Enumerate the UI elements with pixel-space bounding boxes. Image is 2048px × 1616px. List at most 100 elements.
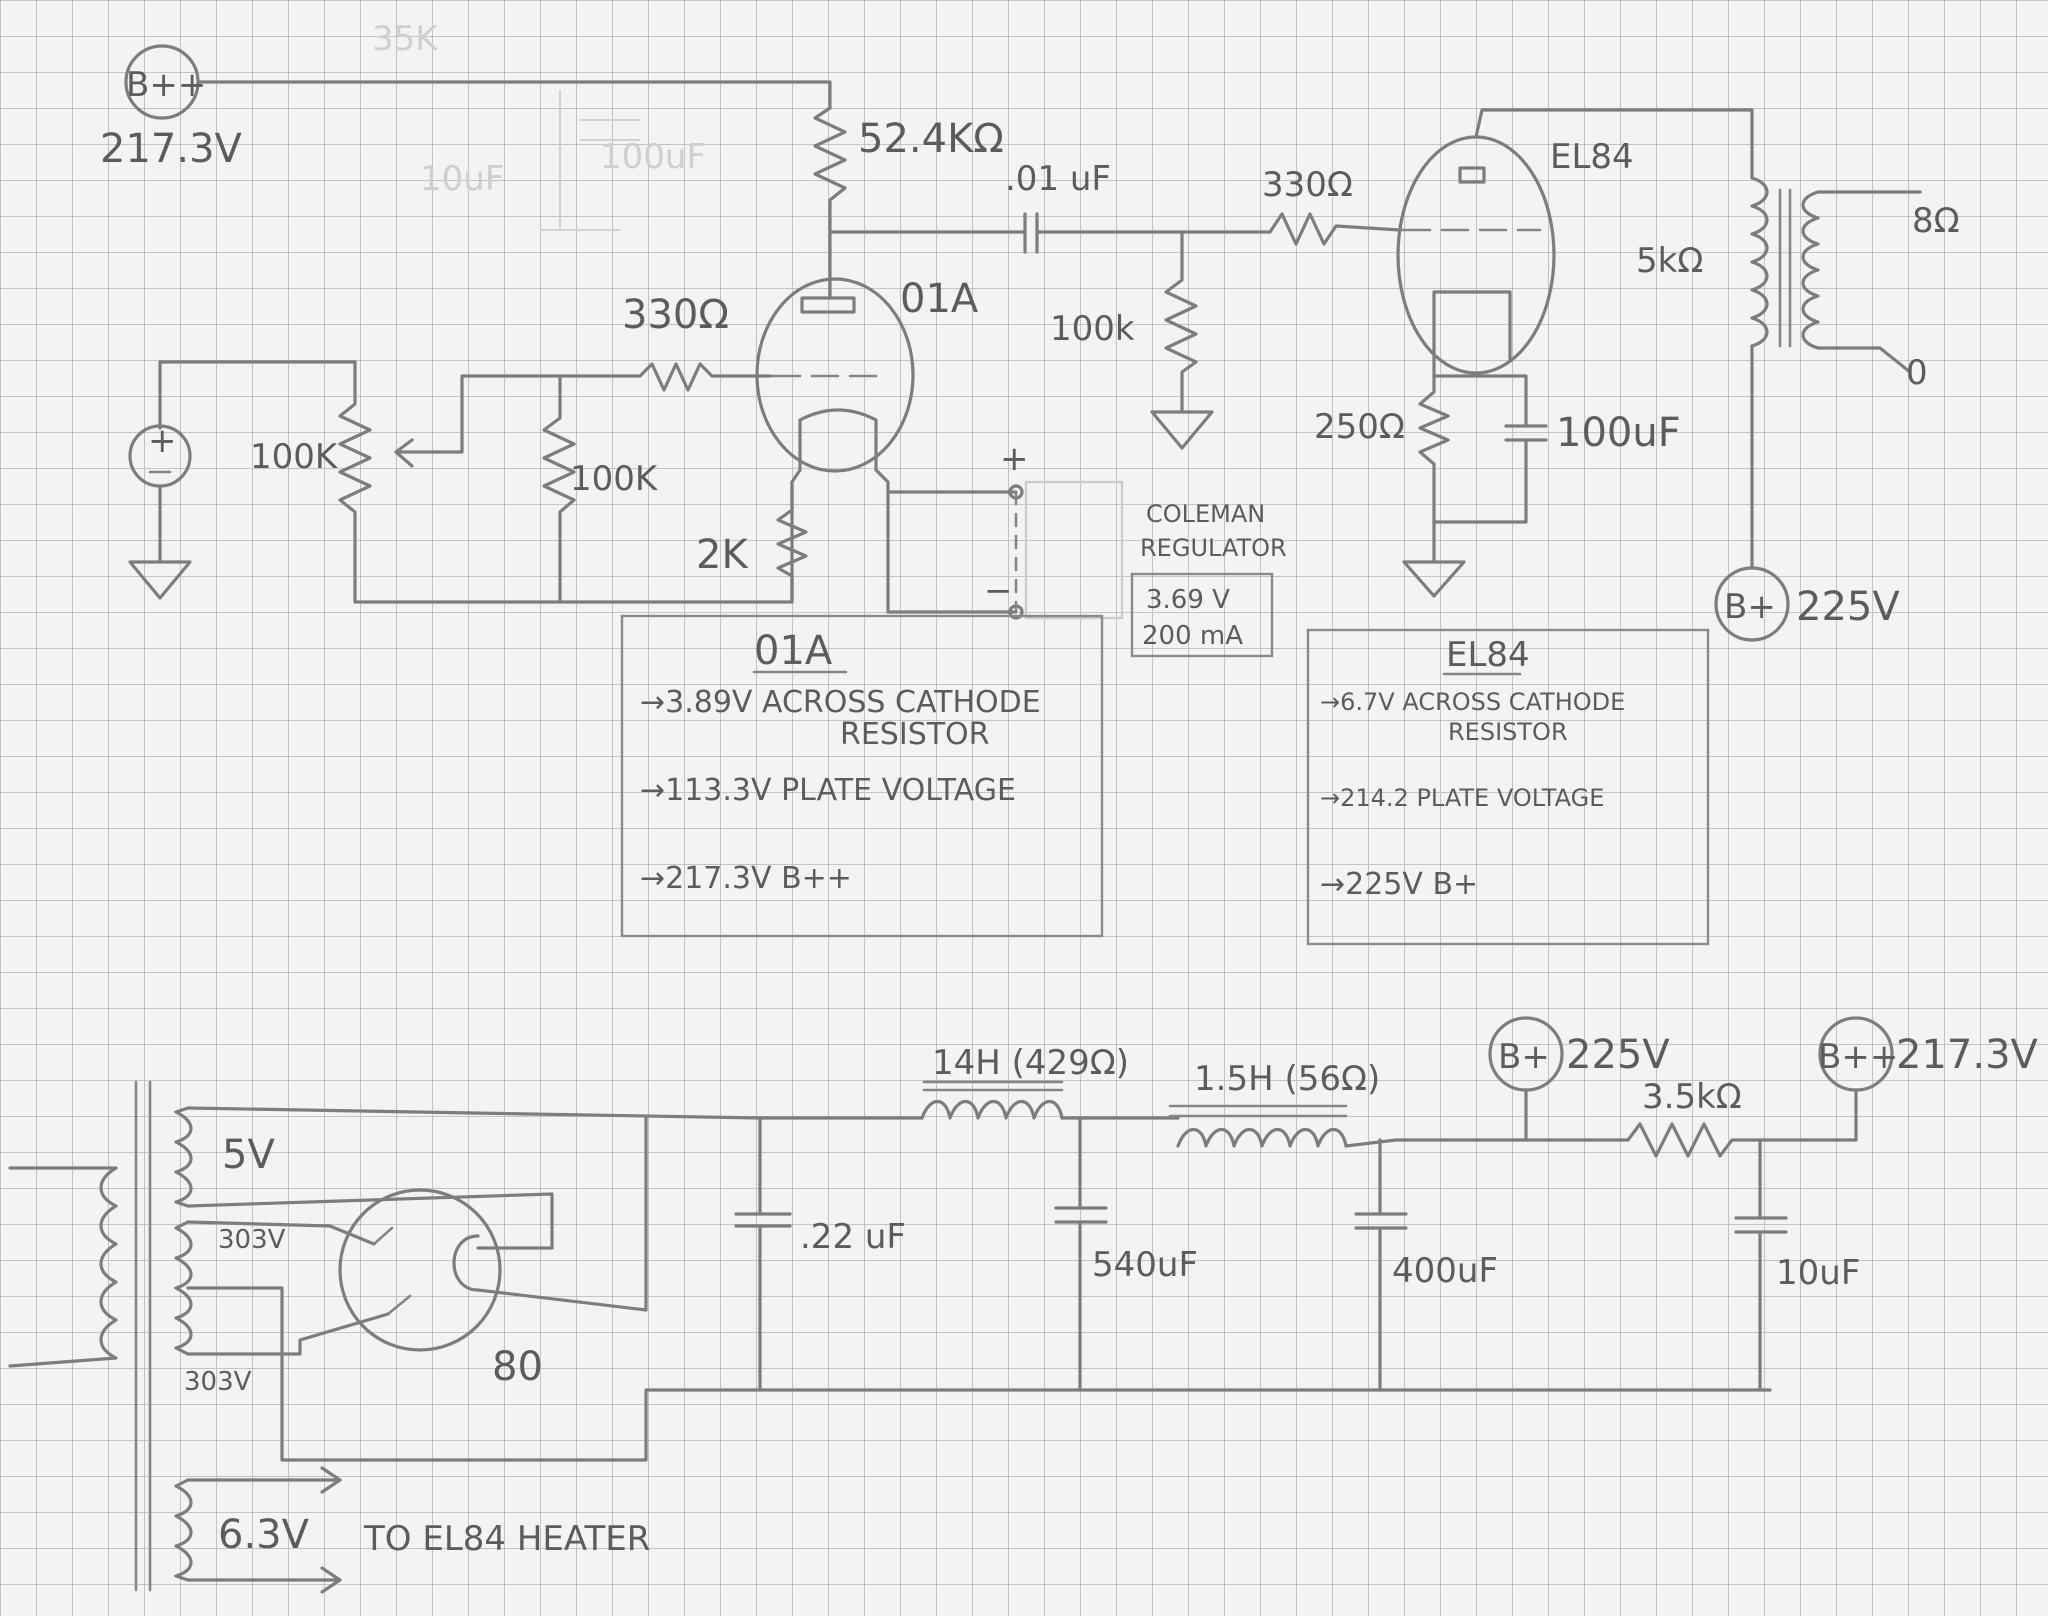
bp-terminal-symbol: [1714, 566, 1790, 642]
grid-resistor-01a-label: 330Ω: [622, 292, 729, 338]
bp-voltage-label: 225V: [1796, 584, 1900, 630]
power-transformer-primary: [8, 1166, 118, 1368]
fixed-resistor-100k-label: 100K: [570, 459, 659, 499]
grid-leak-resistor-label: 100k: [1050, 309, 1135, 349]
psu-bp-terminal-label: B+: [1498, 1037, 1550, 1077]
ground-symbol: [1150, 410, 1214, 450]
heater-destination-label: TO EL84 HEATER: [363, 1519, 650, 1559]
filter-capacitor-4: [1734, 1138, 1788, 1392]
filter-capacitor-4-label: 10uF: [1776, 1253, 1860, 1293]
tube-01a-label: 01A: [900, 276, 979, 322]
grid-resistor-el84-label: 330Ω: [1262, 165, 1353, 205]
filter-capacitor-1-label: .22 uF: [800, 1217, 906, 1257]
fixed-resistor-100k: [542, 374, 576, 604]
notes-01a-line2: →113.3V PLATE VOLTAGE: [640, 773, 1016, 808]
filter-capacitor-2-label: 540uF: [1092, 1245, 1198, 1285]
winding-5v-label: 5V: [222, 1132, 275, 1178]
filter-capacitor-3: [1354, 1138, 1408, 1392]
notes-el84-title: EL84: [1446, 635, 1530, 675]
bias-source-plus: +: [148, 421, 177, 461]
filter-choke-1: [920, 1099, 1064, 1120]
regulator-spec-box: [1130, 572, 1274, 658]
winding-hv: [174, 1220, 193, 1356]
coupling-capacitor-label: .01 uF: [1005, 159, 1111, 199]
tube-el84-label: EL84: [1550, 137, 1634, 177]
grid-resistor-el84: [1268, 212, 1402, 246]
notes-el84-line1: →6.7V ACROSS CATHODE: [1320, 688, 1625, 716]
cathode-resistor-01a: [776, 480, 808, 604]
notes-box-el84: [1306, 628, 1710, 946]
el84-ground-symbol: [1402, 560, 1466, 598]
bpp-terminal-label: B++: [126, 65, 206, 105]
speaker-0-label: 0: [1906, 353, 1928, 393]
grid-resistor-01a: [558, 362, 772, 392]
winding-hv-label-b: 303V: [184, 1367, 252, 1397]
grid-leak-resistor: [1164, 230, 1198, 412]
power-transformer-core: [134, 1080, 152, 1592]
regulator-current: 200 mA: [1142, 621, 1243, 651]
amplifier-section: B++ 217.3V 52.4KΩ .01 uF 330Ω 100k 01A 3…: [100, 44, 1960, 946]
psu-bp-voltage: 225V: [1566, 1032, 1670, 1078]
bp-terminal-label: B+: [1724, 587, 1776, 627]
rectifier-label: 80: [492, 1344, 543, 1390]
notes-01a-line1b: RESISTOR: [840, 717, 990, 752]
ghost-label-10u: 10uF: [420, 159, 504, 199]
regulator-plus-label: +: [1000, 439, 1029, 479]
cathode-capacitor-el84-label: 100uF: [1556, 410, 1681, 456]
regulator-voltage: 3.69 V: [1146, 585, 1230, 615]
psu-bpp-terminal: [1818, 1016, 1894, 1092]
bias-ground-symbol: [128, 560, 192, 600]
ghost-label-35k: 35K: [372, 19, 439, 59]
dropping-resistor-label: 3.5kΩ: [1642, 1077, 1742, 1117]
potentiometer-100k[interactable]: [158, 360, 372, 604]
notes-el84-line1b: RESISTOR: [1448, 718, 1568, 746]
filter-choke-1-core: [922, 1080, 1064, 1092]
psu-bpp-terminal-label: B++: [1818, 1037, 1898, 1077]
rectifier-plates: [372, 1226, 412, 1316]
cathode-resistor-el84-label: 250Ω: [1314, 407, 1405, 447]
filter-choke-2-label: 1.5H (56Ω): [1194, 1059, 1380, 1099]
output-transformer-core: [1778, 188, 1792, 348]
notes-01a-line3: →217.3V B++: [640, 861, 852, 896]
cathode-resistor-el84: [1418, 374, 1528, 524]
notes-el84-line3: →225V B+: [1320, 867, 1478, 902]
plate-resistor-01a-label: 52.4KΩ: [858, 116, 1004, 162]
rectifier-filament: [452, 1234, 480, 1292]
dropping-resistor: [1626, 1122, 1858, 1158]
cathode-resistor-01a-label: 2K: [696, 532, 749, 578]
psu-bpp-voltage: 217.3V: [1896, 1032, 2039, 1078]
winding-5v: [174, 1106, 193, 1208]
winding-hv-label-a: 303V: [218, 1225, 286, 1255]
tube-el84-cathode: [1432, 290, 1512, 362]
erased-sketch: 35K 10uF 100uF: [372, 19, 706, 231]
tube-el84-plate: [1458, 166, 1486, 184]
power-supply-section: 5V 303V 303V 80 .22 uF 14H (429Ω) 540uF: [8, 1016, 2039, 1594]
filter-capacitor-3-label: 400uF: [1392, 1251, 1498, 1291]
winding-heater-label: 6.3V: [218, 1512, 310, 1558]
psu-bp-terminal: [1488, 1016, 1564, 1092]
speaker-8-ohm-label: 8Ω: [1912, 201, 1960, 241]
filter-capacitor-2: [1054, 1116, 1108, 1392]
filter-choke-2: [1176, 1127, 1348, 1148]
bpp-voltage-label: 217.3V: [100, 126, 243, 172]
output-transformer-primary: [1750, 176, 1769, 348]
filter-choke-1-label: 14H (429Ω): [932, 1043, 1129, 1083]
tube-01a-filament: [798, 408, 878, 472]
output-transformer-label: 5kΩ: [1636, 241, 1703, 281]
plate-resistor-01a: [813, 106, 847, 234]
regulator-minus-label: −: [984, 571, 1013, 611]
notes-box-01a: [620, 614, 1104, 938]
potentiometer-100k-label: 100K: [250, 437, 339, 477]
filter-capacitor-1: [734, 1116, 792, 1392]
notes-el84-line2: →214.2 PLATE VOLTAGE: [1320, 784, 1604, 812]
rectifier-tube-80: [338, 1188, 502, 1352]
tube-01a-plate: [800, 296, 856, 314]
ghost-label-100u: 100uF: [600, 137, 706, 177]
filter-choke-2-core: [1168, 1104, 1348, 1118]
notes-01a-title: 01A: [754, 628, 833, 674]
regulator-outline: [1024, 480, 1124, 620]
winding-heater: [174, 1478, 193, 1582]
notes-01a-line1: →3.89V ACROSS CATHODE: [640, 685, 1041, 720]
